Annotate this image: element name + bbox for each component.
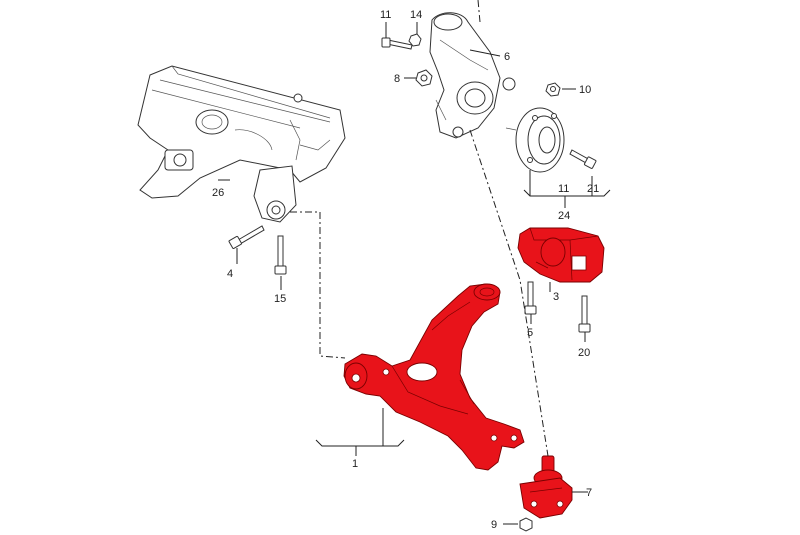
bolt-4 bbox=[228, 225, 265, 249]
bolt-11-top bbox=[381, 37, 413, 50]
nut-9 bbox=[519, 517, 533, 532]
bolt-5 bbox=[524, 281, 537, 315]
label-10: 10 bbox=[579, 84, 591, 96]
bolt-21 bbox=[569, 149, 597, 169]
label-20: 20 bbox=[578, 347, 590, 359]
nut-10 bbox=[545, 82, 561, 97]
label-24: 24 bbox=[558, 210, 570, 222]
label-9: 9 bbox=[491, 519, 497, 531]
label-6: 6 bbox=[504, 51, 510, 63]
wheel-bearing-housing-part bbox=[429, 12, 516, 139]
label-1: 1 bbox=[352, 458, 358, 470]
label-5: 5 bbox=[527, 327, 533, 339]
label-4: 4 bbox=[227, 268, 233, 280]
label-14: 14 bbox=[410, 9, 422, 21]
bolt-15 bbox=[274, 235, 287, 275]
leader-lines bbox=[218, 22, 611, 525]
rear-bushing-part-highlight bbox=[517, 227, 605, 283]
label-26: 26 bbox=[212, 187, 224, 199]
nut-14 bbox=[408, 33, 422, 47]
label-11-hub: 11 bbox=[558, 183, 569, 195]
label-7: 7 bbox=[586, 487, 592, 499]
subframe-part bbox=[137, 65, 346, 223]
label-11-top: 11 bbox=[380, 9, 391, 21]
callout-labels: 11 14 6 8 10 26 11 21 24 4 15 3 5 20 1 7… bbox=[212, 9, 599, 531]
label-15: 15 bbox=[274, 293, 286, 305]
label-3: 3 bbox=[553, 291, 559, 303]
label-8: 8 bbox=[394, 73, 400, 85]
control-arm-part-highlight bbox=[343, 283, 525, 471]
wheel-hub-part bbox=[505, 107, 565, 173]
nut-8 bbox=[415, 69, 433, 87]
bolt-20 bbox=[578, 295, 591, 333]
label-21: 21 bbox=[587, 183, 599, 195]
ball-joint-part-highlight bbox=[519, 455, 573, 519]
assembly-lines bbox=[290, 0, 549, 457]
